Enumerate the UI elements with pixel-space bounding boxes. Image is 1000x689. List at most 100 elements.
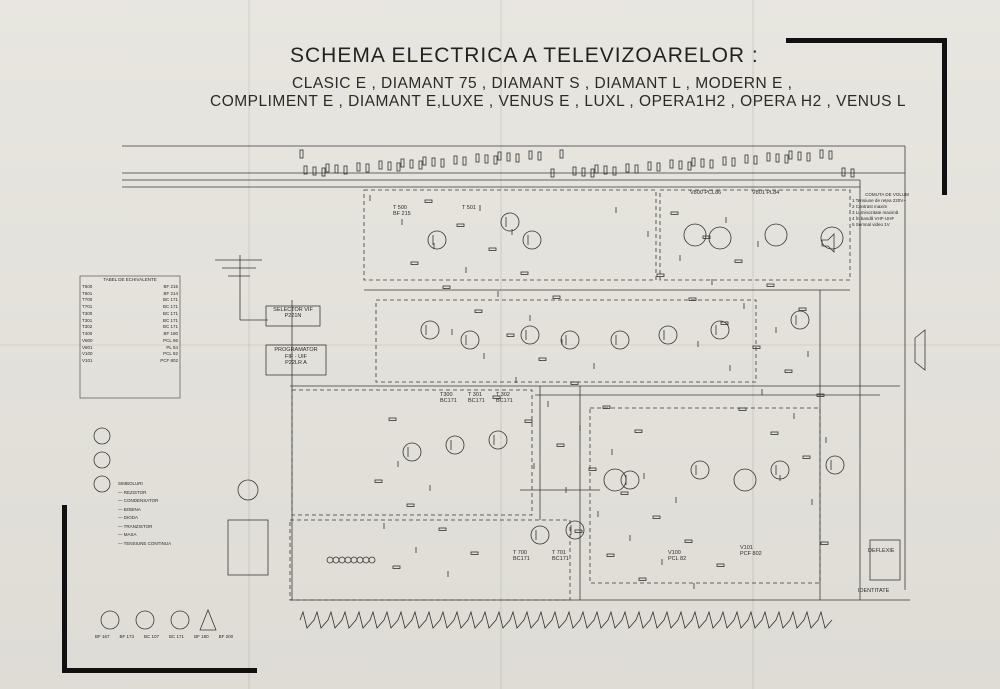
resistor-symbol <box>574 529 583 533</box>
legend-right-item: 4 În bandă VHF-UHF <box>852 216 895 222</box>
resistor-symbol <box>559 149 564 159</box>
legend-left-cell: PCF 802 <box>160 358 178 363</box>
tube-socket <box>93 475 111 493</box>
resistor-symbol <box>406 503 415 507</box>
symbol-legend-item: — TRANZISTOR <box>118 523 153 529</box>
transistor-symbol <box>402 442 422 462</box>
resistor-symbol <box>488 247 497 251</box>
t501-label: T 501 <box>462 205 476 211</box>
resistor-symbol <box>634 164 639 174</box>
resistor-symbol <box>462 156 467 166</box>
corner-bracket-bottom <box>62 505 67 673</box>
resistor-symbol <box>802 455 811 459</box>
module-frame <box>363 189 657 281</box>
resistor-symbol <box>378 160 383 170</box>
resistor-symbol <box>850 168 855 178</box>
coil-symbol <box>368 556 376 564</box>
resistor-symbol <box>343 165 348 175</box>
transistor-symbol <box>610 330 630 350</box>
socket-symbol <box>170 610 190 630</box>
resistor-symbol <box>602 405 611 409</box>
resistor-symbol <box>716 563 725 567</box>
resistor-symbol <box>515 153 520 163</box>
legend-left-cell: T302 <box>82 324 93 330</box>
resistor-symbol <box>520 271 529 275</box>
resistor-symbol <box>652 515 661 519</box>
resistor-symbol <box>788 150 793 160</box>
coil-symbol <box>326 556 334 564</box>
symbols-legend: SIMBOLURI — REZISTOR— CONDENSATOR— BOBIN… <box>118 480 208 548</box>
coil-symbol <box>338 556 346 564</box>
resistor-symbol <box>456 223 465 227</box>
resistor-symbol <box>453 155 458 165</box>
legend-left-cell: PCL 82 <box>163 351 178 357</box>
diagram-title: SCHEMA ELECTRICA A TELEVIZOARELOR : <box>290 44 759 67</box>
transistor-symbol <box>560 330 580 350</box>
resistor-symbol <box>752 345 761 349</box>
coil-symbol <box>344 556 352 564</box>
equivalents-table <box>79 275 181 399</box>
v101-label: V101 PCF 802 <box>740 545 762 558</box>
resistor-symbol <box>700 158 705 168</box>
resistor-symbol <box>497 151 502 161</box>
resistor-symbol <box>400 158 405 168</box>
resistor-symbol <box>581 167 586 177</box>
resistor-symbol <box>687 161 692 171</box>
resistor-symbol <box>537 151 542 161</box>
t300-label: T300 BC171 <box>440 392 457 405</box>
resistor-symbol <box>797 151 802 161</box>
coil-symbol <box>356 556 364 564</box>
resistor-symbol <box>806 152 811 162</box>
resistor-symbol <box>798 307 807 311</box>
resistor-symbol <box>638 577 647 581</box>
coil-symbol <box>332 556 340 564</box>
resistor-symbol <box>299 149 304 159</box>
transistor-symbol <box>427 230 447 250</box>
symbol-legend-item: — REZISTOR <box>118 489 147 495</box>
resistor-symbol <box>325 163 330 173</box>
symbol-legend-item: — CONDENSATOR <box>118 498 159 504</box>
resistor-symbol <box>731 157 736 167</box>
paper-fold <box>0 344 1000 346</box>
resistor-symbol <box>474 309 483 313</box>
socket-label: BF 180 <box>194 634 209 639</box>
resistor-symbol <box>734 259 743 263</box>
transistor-symbol <box>420 320 440 340</box>
resistor-symbol <box>484 154 489 164</box>
resistor-symbol <box>506 333 515 337</box>
selector-box <box>265 305 321 327</box>
legend-left-cell: PCL 86 <box>163 337 178 343</box>
resistor-symbol <box>492 395 501 399</box>
v100-label: V100 PCL 82 <box>668 550 687 563</box>
corner-bracket-top <box>942 38 947 195</box>
resistor-symbol <box>387 161 392 171</box>
diagram-subtitle-line2: COMPLIMENT E , DIAMANT E,LUXE , VENUS E … <box>210 93 906 110</box>
legend-left-title: TABEL DE ECHIVALENTE <box>103 277 157 282</box>
resistor-symbol <box>688 297 697 301</box>
transistor-symbol <box>690 460 710 480</box>
legend-left-cell: T701 <box>82 304 93 309</box>
resistor-symbol <box>819 149 824 159</box>
speaker <box>821 233 835 253</box>
socket-label: BC 171 <box>169 634 185 639</box>
deflection-yoke <box>869 539 901 581</box>
resistor-symbol <box>550 168 555 178</box>
resistor-symbol <box>528 150 533 160</box>
resistor-symbol <box>470 551 479 555</box>
socket-label: BF 200 <box>218 634 234 639</box>
tube-symbol <box>764 223 788 247</box>
resistor-symbol <box>438 527 447 531</box>
tube-symbol <box>820 226 844 250</box>
legend-left-cell: V801 <box>82 344 93 350</box>
legend-right-item: 1 Tensiune de rețea 220V~ <box>852 198 906 204</box>
transistor-symbol <box>445 435 465 455</box>
resistor-symbol <box>770 431 779 435</box>
symbol-legend-item: — DIODA <box>118 515 139 521</box>
